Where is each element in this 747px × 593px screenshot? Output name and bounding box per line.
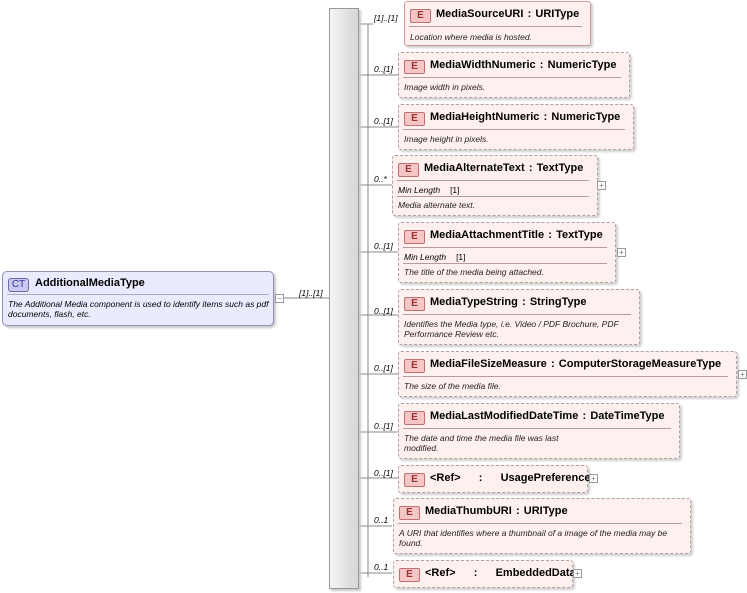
element-doc: A URI that identifies where a thumbnail … <box>399 528 668 548</box>
sequence-compositor[interactable] <box>329 8 359 589</box>
element-box-media-attachment-title[interactable]: E MediaAttachmentTitle:TextType Min Leng… <box>398 222 616 283</box>
element-badge: E <box>404 60 425 74</box>
element-badge: E <box>404 112 425 126</box>
element-badge: E <box>404 230 425 244</box>
element-doc: The size of the media file. <box>404 381 501 391</box>
divider <box>7 294 269 295</box>
element-name: MediaWidthNumeric:NumericType <box>430 59 617 71</box>
cardinality-label: 0..[1] <box>374 468 393 478</box>
element-doc: Image height in pixels. <box>404 134 489 144</box>
element-doc: The date and time the media file was las… <box>404 433 559 453</box>
element-badge: E <box>404 473 425 487</box>
element-doc: Location where media is hosted. <box>410 32 532 42</box>
element-badge: E <box>410 9 431 23</box>
element-box-media-alternate-text[interactable]: E MediaAlternateText:TextType Min Length… <box>392 155 598 216</box>
cardinality-label: 0..* <box>374 174 387 184</box>
cardinality-label: 0..[1] <box>374 421 393 431</box>
element-box-media-source-uri[interactable]: E MediaSourceURI:URIType Location where … <box>404 1 591 46</box>
element-box-usage-preference[interactable]: E <Ref>:UsagePreference <box>398 465 591 493</box>
ct-badge: CT <box>8 278 29 292</box>
complex-type-cardinality: [1]..[1] <box>299 288 323 298</box>
element-name: MediaLastModifiedDateTime:DateTimeType <box>430 410 665 422</box>
element-box-media-file-size-measure[interactable]: E MediaFileSizeMeasure:ComputerStorageMe… <box>398 351 737 397</box>
cardinality-label: 0..[1] <box>374 64 393 74</box>
element-doc: Identifies the Media type, i.e. Video / … <box>404 319 619 339</box>
divider <box>397 196 589 197</box>
expand-icon[interactable]: + <box>589 474 598 483</box>
divider <box>403 314 631 315</box>
element-doc: Media alternate text. <box>398 200 476 210</box>
divider <box>403 376 728 377</box>
complex-type-name: AdditionalMediaType <box>35 277 145 289</box>
element-name: MediaThumbURI:URIType <box>425 505 568 517</box>
element-name: MediaHeightNumeric:NumericType <box>430 111 621 123</box>
collapse-icon[interactable]: − <box>275 294 284 303</box>
element-box-media-thumb-uri[interactable]: E MediaThumbURI:URIType A URI that ident… <box>393 498 691 554</box>
expand-icon[interactable]: + <box>738 370 747 379</box>
cardinality-label: 0..[1] <box>374 363 393 373</box>
element-badge: E <box>404 411 425 425</box>
element-box-media-height-numeric[interactable]: E MediaHeightNumeric:NumericType Image h… <box>398 104 634 150</box>
cardinality-label: [1]..[1] <box>374 13 398 23</box>
element-box-media-last-modified-date-time[interactable]: E MediaLastModifiedDateTime:DateTimeType… <box>398 403 680 459</box>
cardinality-label: 0..[1] <box>374 116 393 126</box>
element-box-embedded-data[interactable]: E <Ref>:EmbeddedData <box>393 560 576 588</box>
divider <box>403 263 607 264</box>
element-doc: Image width in pixels. <box>404 82 486 92</box>
facet-min-length: Min Length[1] <box>404 252 466 262</box>
element-badge: E <box>399 568 420 582</box>
element-name: MediaAttachmentTitle:TextType <box>430 229 603 241</box>
element-box-media-width-numeric[interactable]: E MediaWidthNumeric:NumericType Image wi… <box>398 52 630 98</box>
element-name: <Ref>:EmbeddedData <box>425 567 576 579</box>
cardinality-label: 0..[1] <box>374 241 393 251</box>
element-badge: E <box>404 297 425 311</box>
divider <box>398 523 682 524</box>
expand-icon[interactable]: + <box>617 248 626 257</box>
element-name: MediaFileSizeMeasure:ComputerStorageMeas… <box>430 358 722 370</box>
divider <box>403 77 621 78</box>
divider <box>403 247 607 248</box>
element-name: MediaSourceURI:URIType <box>436 8 580 20</box>
cardinality-label: 0..[1] <box>374 306 393 316</box>
element-name: MediaAlternateText:TextType <box>424 162 584 174</box>
element-name: MediaTypeString:StringType <box>430 296 587 308</box>
expand-icon[interactable]: + <box>573 569 582 578</box>
element-badge: E <box>399 506 420 520</box>
divider <box>397 180 589 181</box>
element-doc: The title of the media being attached. <box>404 267 544 277</box>
element-box-media-type-string[interactable]: E MediaTypeString:StringType Identifies … <box>398 289 640 345</box>
complex-type-doc: The Additional Media component is used t… <box>8 299 269 319</box>
cardinality-label: 0..1 <box>374 515 389 525</box>
facet-min-length: Min Length[1] <box>398 185 460 195</box>
element-badge: E <box>398 163 419 177</box>
expand-icon[interactable]: + <box>597 181 606 190</box>
divider <box>403 129 625 130</box>
complex-type-box[interactable]: CT AdditionalMediaType The Additional Me… <box>2 271 274 326</box>
divider <box>409 26 582 27</box>
element-name: <Ref>:UsagePreference <box>430 472 591 484</box>
element-badge: E <box>404 359 425 373</box>
cardinality-label: 0..1 <box>374 562 389 572</box>
divider <box>403 428 671 429</box>
